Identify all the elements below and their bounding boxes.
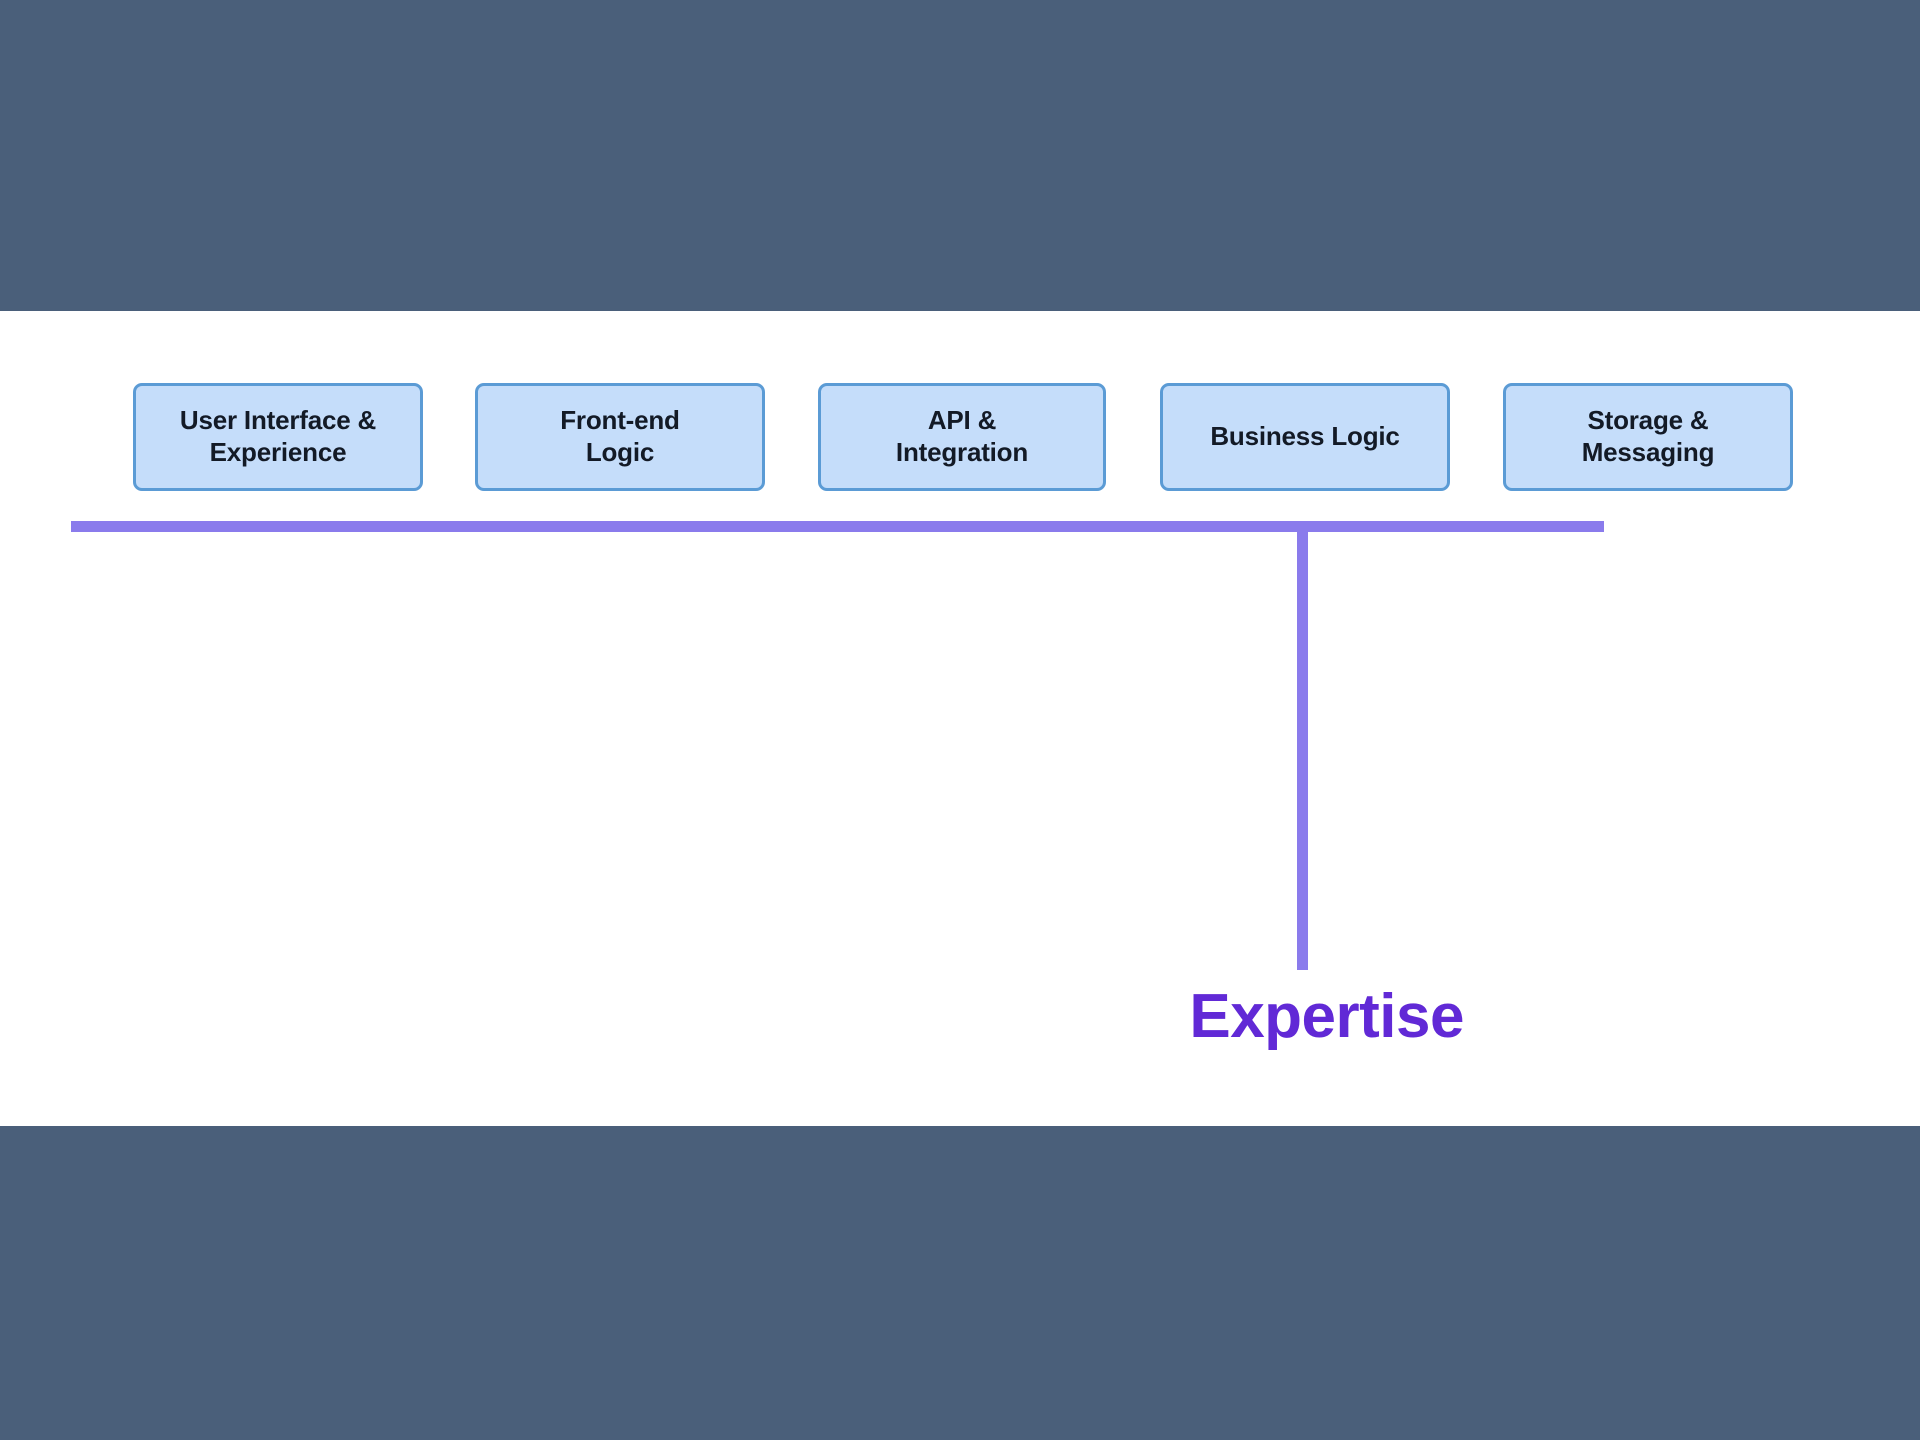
node-label: User Interface & Experience <box>179 405 377 467</box>
node-row: User Interface & Experience Front-end Lo… <box>0 383 1920 491</box>
node-label: Storage & Messaging <box>1581 405 1715 467</box>
top-band <box>0 0 1920 311</box>
node-label: Front-end Logic <box>560 405 680 467</box>
vertical-connector-line <box>1297 526 1308 970</box>
horizontal-connector-line <box>71 521 1604 532</box>
node-box-business-logic[interactable]: Business Logic <box>1160 383 1450 491</box>
bottom-band <box>0 1126 1920 1440</box>
white-content-area: User Interface & Experience Front-end Lo… <box>0 311 1920 1126</box>
node-box-user-interface-experience[interactable]: User Interface & Experience <box>133 383 423 491</box>
node-box-front-end-logic[interactable]: Front-end Logic <box>475 383 765 491</box>
expertise-caption: Expertise <box>1189 982 1464 1051</box>
node-box-storage-messaging[interactable]: Storage & Messaging <box>1503 383 1793 491</box>
node-box-api-integration[interactable]: API & Integration <box>818 383 1106 491</box>
node-label: Business Logic <box>1210 421 1400 452</box>
node-label: API & Integration <box>895 405 1029 467</box>
